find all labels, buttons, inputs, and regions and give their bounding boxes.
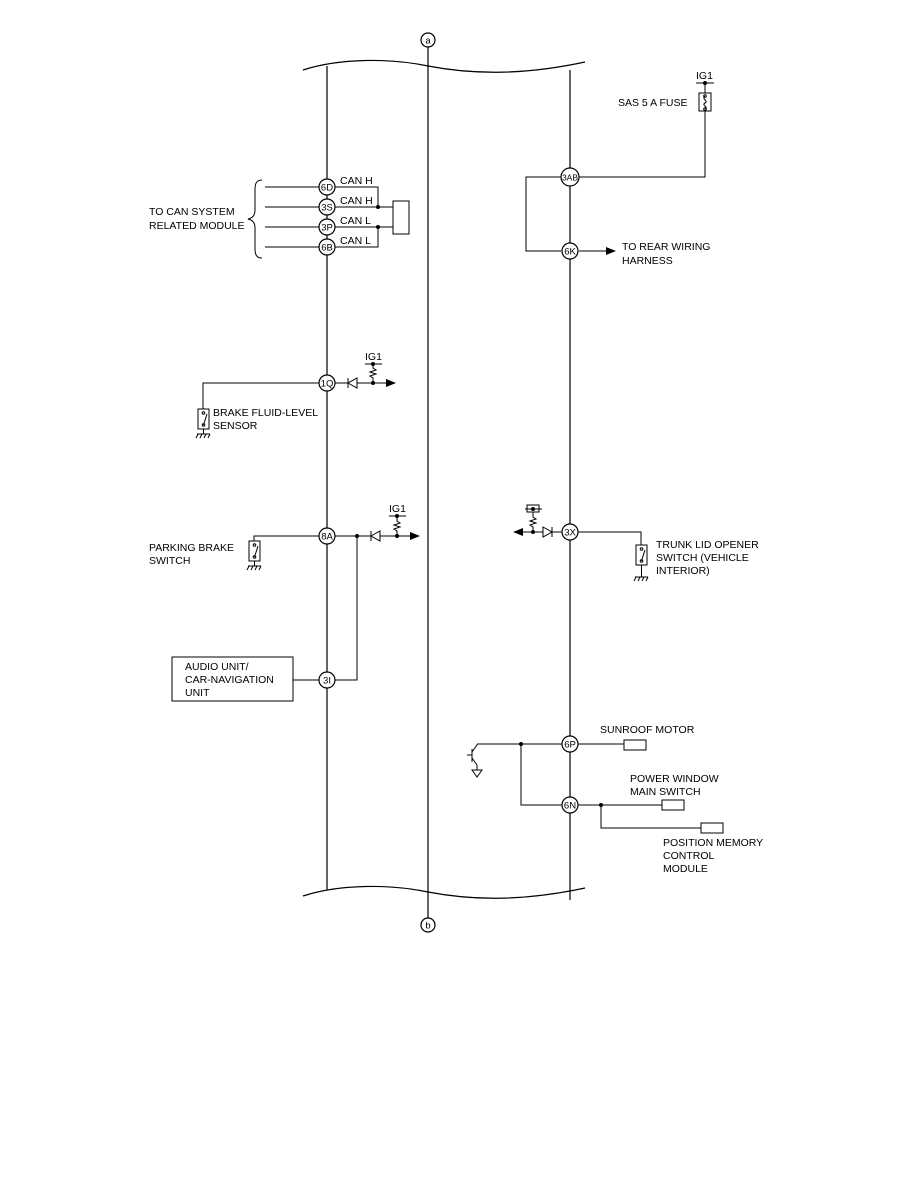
audio-unit-label: UNIT xyxy=(185,687,210,699)
brake-fluid-label: BRAKE FLUID-LEVEL xyxy=(213,407,318,419)
position-memory-label: CONTROL xyxy=(663,850,714,862)
can-terminal-box xyxy=(392,200,410,235)
resistor-icon xyxy=(528,512,538,532)
can-module-label: TO CAN SYSTEM xyxy=(149,206,235,218)
arrow-icon xyxy=(513,528,523,536)
brake-fluid-section: BRAKE FLUID-LEVEL SENSOR IG1 1Q xyxy=(195,351,396,439)
pin-3x: 3X xyxy=(561,523,579,541)
diode-icon xyxy=(542,526,554,538)
switch-icon xyxy=(635,544,648,566)
svg-text:3S: 3S xyxy=(321,203,333,214)
can-l-label: CAN L xyxy=(340,215,371,227)
ig1-label: IG1 xyxy=(696,70,713,82)
trunk-label: INTERIOR) xyxy=(656,565,710,577)
power-window-label: POWER WINDOW xyxy=(630,773,719,785)
parking-brake-section: PARKING BRAKE SWITCH IG1 AUDIO UNIT/ CAR… xyxy=(149,503,420,702)
arrow-icon xyxy=(606,247,616,255)
resistor-icon xyxy=(368,364,378,383)
arrow-icon xyxy=(386,379,396,387)
diode-icon xyxy=(369,530,381,542)
connector-a: a xyxy=(420,32,436,48)
can-h-label: CAN H xyxy=(340,195,373,207)
ground-icon xyxy=(195,429,211,439)
ground-icon xyxy=(633,565,649,582)
can-h-label: CAN H xyxy=(340,175,373,187)
svg-text:8A: 8A xyxy=(321,532,333,543)
ground-icon xyxy=(246,561,262,571)
svg-text:1Q: 1Q xyxy=(321,379,334,390)
audio-unit-box xyxy=(171,656,294,702)
svg-text:3X: 3X xyxy=(564,528,576,539)
rear-harness-label: TO REAR WIRING xyxy=(622,241,710,253)
pin-8a: 8A xyxy=(318,527,336,545)
supply-box xyxy=(526,504,540,513)
trunk-section: TRUNK LID OPENER SWITCH (VEHICLE INTERIO… xyxy=(513,504,759,582)
parking-brake-label: SWITCH xyxy=(149,555,190,567)
fuse-icon xyxy=(698,92,712,112)
position-memory-label: POSITION MEMORY xyxy=(663,837,763,849)
sas-fuse-label: SAS 5 A FUSE xyxy=(618,97,687,109)
svg-text:3AB: 3AB xyxy=(562,173,578,183)
svg-text:6P: 6P xyxy=(564,740,576,751)
position-memory-label: MODULE xyxy=(663,863,708,875)
sunroof-motor-box xyxy=(623,739,647,751)
can-l-label: CAN L xyxy=(340,235,371,247)
trunk-label: SWITCH (VEHICLE xyxy=(656,552,749,564)
position-memory-box xyxy=(700,822,724,834)
audio-unit-label: AUDIO UNIT/ xyxy=(185,661,249,673)
power-window-box xyxy=(661,799,685,811)
svg-text:6D: 6D xyxy=(321,183,333,194)
arrow-icon xyxy=(410,532,420,540)
motor-section: SUNROOF MOTOR POWER WINDOW MAIN SWITCH P… xyxy=(467,724,763,875)
diode-icon xyxy=(346,377,358,389)
pin-3p: 3P xyxy=(318,218,336,236)
power-window-label: MAIN SWITCH xyxy=(630,786,701,798)
brace xyxy=(247,179,263,259)
transistor-icon xyxy=(467,744,483,778)
sunroof-label: SUNROOF MOTOR xyxy=(600,724,695,736)
pin-6k: 6K xyxy=(561,242,579,260)
svg-text:6K: 6K xyxy=(564,247,576,258)
rear-harness-label: HARNESS xyxy=(622,255,673,267)
can-module-label: RELATED MODULE xyxy=(149,220,245,232)
fuse-section: IG1 SAS 5 A FUSE TO REAR WIRING HARNESS … xyxy=(525,70,714,267)
svg-text:6B: 6B xyxy=(321,243,333,254)
svg-text:3I: 3I xyxy=(323,676,331,687)
parking-brake-label: PARKING BRAKE xyxy=(149,542,234,554)
ig1-label: IG1 xyxy=(389,503,406,515)
connector-b: b xyxy=(420,917,436,933)
trunk-label: TRUNK LID OPENER xyxy=(656,539,759,551)
pin-3s: 3S xyxy=(318,198,336,216)
pin-1q: 1Q xyxy=(318,374,336,392)
switch-icon xyxy=(197,408,210,430)
pin-6b: 6B xyxy=(318,238,336,256)
pin-6n: 6N xyxy=(561,796,579,814)
pin-3i: 3I xyxy=(318,671,336,689)
ig1-label: IG1 xyxy=(365,351,382,363)
can-section: CAN H CAN H CAN L CAN L TO CAN SYSTEM RE… xyxy=(149,175,410,259)
brake-fluid-label: SENSOR xyxy=(213,420,258,432)
audio-unit-label: CAR-NAVIGATION xyxy=(185,674,274,686)
connector-a-label: a xyxy=(425,36,431,47)
connector-b-label: b xyxy=(425,921,430,932)
resistor-icon xyxy=(392,516,402,536)
svg-text:6N: 6N xyxy=(564,801,576,812)
pin-3ab: 3AB xyxy=(560,167,580,187)
switch-icon xyxy=(248,540,261,562)
svg-text:3P: 3P xyxy=(321,223,333,234)
pin-6p: 6P xyxy=(561,735,579,753)
pin-6d: 6D xyxy=(318,178,336,196)
